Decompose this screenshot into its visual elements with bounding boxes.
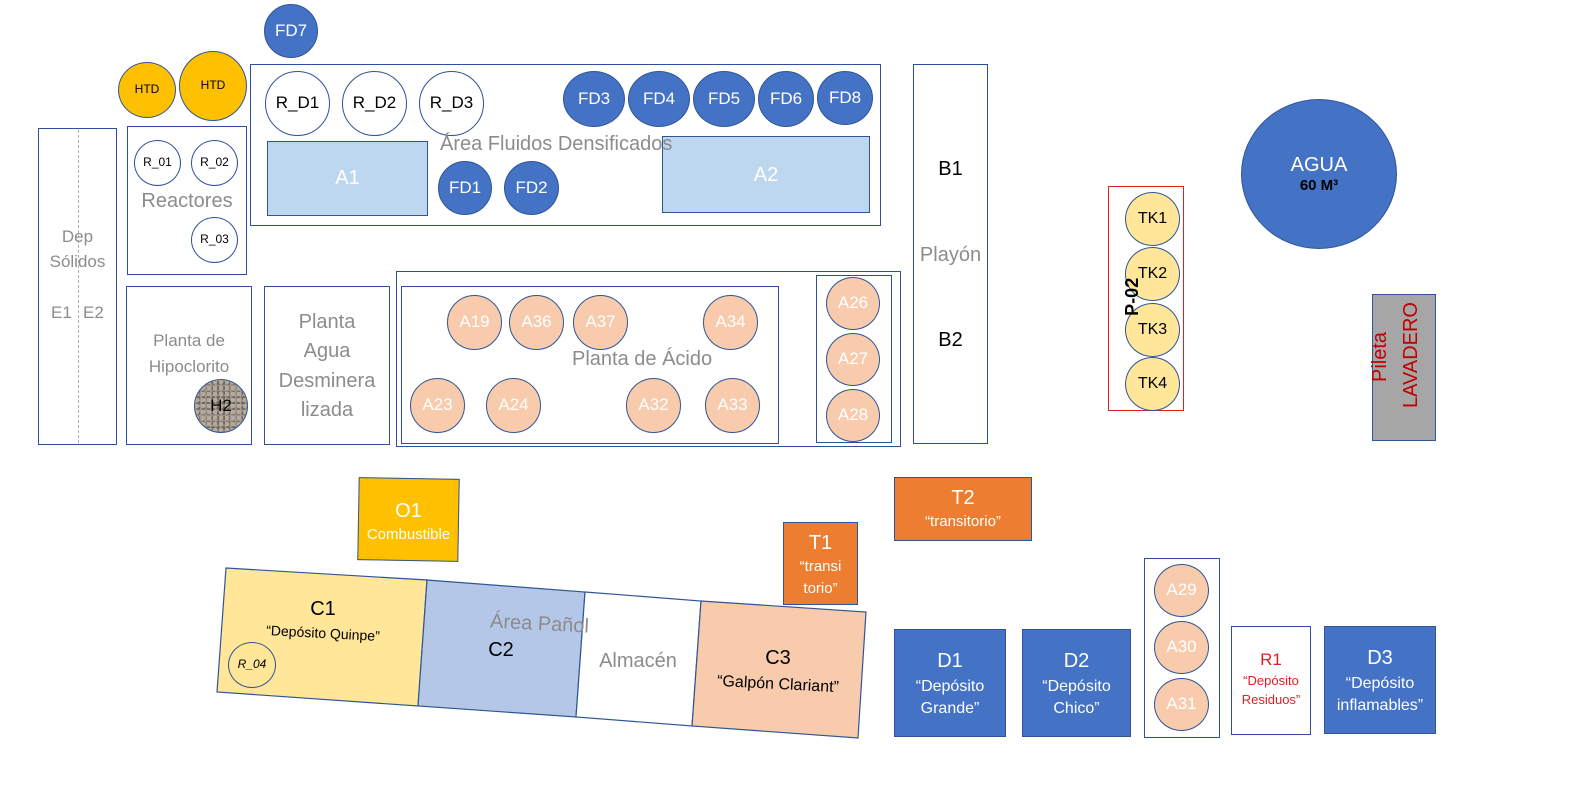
tank-fd7: FD7: [264, 4, 318, 58]
dep-solidos-divider: [78, 130, 79, 443]
area-t1: [783, 522, 858, 605]
reactor-r03: R_03: [191, 217, 238, 263]
tank-htd-large: HTD: [179, 51, 247, 121]
reactor-r02: R_02: [191, 140, 238, 186]
tank-tk1: TK1: [1125, 192, 1180, 246]
d3-code: D3: [1367, 647, 1393, 669]
playon-title: Playón: [919, 244, 982, 266]
playon-b1: B1: [938, 158, 963, 180]
hipoclorito-title-2: Hipoclorito: [148, 357, 230, 376]
almacen-label: Almacén: [599, 650, 677, 672]
desmineralizada-line3: Desminera: [278, 370, 376, 392]
dep-solidos-title-2: Sólidos: [49, 252, 106, 271]
tank-tk3: TK3: [1125, 303, 1180, 357]
tank-a24: A24: [486, 378, 541, 433]
tank-a19: A19: [447, 295, 502, 350]
area-t2: [894, 477, 1032, 541]
playon-b2: B2: [938, 329, 963, 351]
tank-fd6: FD6: [758, 71, 814, 127]
d2-code: D2: [1063, 650, 1090, 672]
r1-line1: “Depósito: [1243, 673, 1299, 688]
tank-htd-small: HTD: [118, 62, 176, 118]
desmineralizada-line1: Planta: [298, 311, 356, 333]
hipoclorito-title-1: Planta de: [153, 331, 225, 350]
tank-a28: A28: [826, 389, 880, 442]
planta-acido-title: Planta de Ácido: [572, 348, 713, 370]
tank-a34: A34: [703, 295, 758, 350]
t1-line1: “transi: [799, 558, 842, 575]
d2-line2: Chico”: [1053, 700, 1100, 717]
reactores-title: Reactores: [141, 190, 233, 212]
planta-agua-desmineralizada: [264, 286, 390, 445]
area-fluidos-title: Área Fluidos Densificados: [440, 133, 673, 155]
o1-code: O1: [395, 500, 422, 522]
playon-area: [913, 64, 988, 444]
d2-line1: “Depósito: [1042, 678, 1111, 695]
r1-line2: Residuos”: [1241, 692, 1301, 707]
reactor-r01: R_01: [134, 140, 181, 186]
reactor-r-d1: R_D1: [265, 71, 330, 136]
agua-capacity: 60 M³: [1299, 176, 1339, 194]
area-c3: [691, 600, 867, 739]
o1-name: Combustible: [366, 526, 451, 543]
tank-a36: A36: [509, 295, 564, 350]
tank-fd8: FD8: [817, 71, 873, 125]
d1-line2: Grande”: [920, 700, 980, 717]
agua-title: AGUA: [1290, 153, 1348, 176]
reactor-r-d3: R_D3: [419, 71, 484, 136]
r1-code: R1: [1260, 650, 1282, 669]
tank-a31: A31: [1154, 678, 1209, 731]
area-a1-label: A1: [335, 167, 360, 189]
t2-code: T2: [951, 487, 975, 509]
reactor-r-d2: R_D2: [342, 71, 407, 136]
desmineralizada-line4: lizada: [300, 399, 354, 421]
dep-solidos-e2: E2: [83, 303, 104, 322]
p02-frame: [1108, 186, 1184, 411]
tank-a33: A33: [705, 378, 760, 433]
area-a2: [662, 136, 870, 213]
tank-a37: A37: [573, 295, 628, 350]
area-d3: [1324, 626, 1436, 734]
tank-tk4: TK4: [1125, 357, 1180, 411]
t2-name: “transitorio”: [925, 513, 1001, 530]
area-r1: [1231, 626, 1311, 735]
t1-code: T1: [808, 532, 833, 554]
tank-fd2: FD2: [504, 161, 559, 215]
c1-code: C1: [310, 598, 336, 620]
dep-solidos-title-1: Dep: [61, 227, 94, 246]
tank-fd1: FD1: [438, 161, 492, 215]
dep-solidos-e1: E1: [51, 303, 72, 322]
dep-solidos: [38, 128, 117, 445]
tank-agua: AGUA 60 M³: [1241, 99, 1397, 249]
tank-fd4: FD4: [628, 71, 690, 127]
desmineralizada-line2: Agua: [303, 340, 351, 362]
tank-fd5: FD5: [693, 71, 755, 127]
pileta-lavadero: [1372, 294, 1436, 441]
c2-code: C2: [488, 639, 514, 661]
tank-fd3: FD3: [563, 71, 625, 127]
reactor-r04: R_04: [228, 642, 276, 688]
area-panol-label: Área Pañol: [489, 610, 590, 638]
tank-a29: A29: [1154, 564, 1209, 617]
c3-code: C3: [765, 647, 791, 669]
tank-a32: A32: [626, 378, 681, 433]
area-d1: [894, 629, 1006, 737]
tank-a26: A26: [826, 277, 880, 330]
d3-line2: inflamables”: [1336, 697, 1424, 714]
tank-a27: A27: [826, 333, 880, 386]
area-d2: [1022, 629, 1131, 737]
d3-line1: “Depósito: [1345, 675, 1415, 692]
area-a1: [267, 141, 428, 216]
tank-h2: H2: [194, 379, 248, 433]
tank-a23: A23: [410, 378, 465, 433]
d1-line1: “Depósito: [915, 678, 985, 695]
d1-code: D1: [937, 650, 963, 672]
area-a2-label: A2: [753, 164, 779, 186]
tank-a30: A30: [1154, 621, 1209, 674]
tank-tk2: TK2: [1125, 247, 1180, 301]
t1-line2: torio”: [803, 580, 838, 597]
